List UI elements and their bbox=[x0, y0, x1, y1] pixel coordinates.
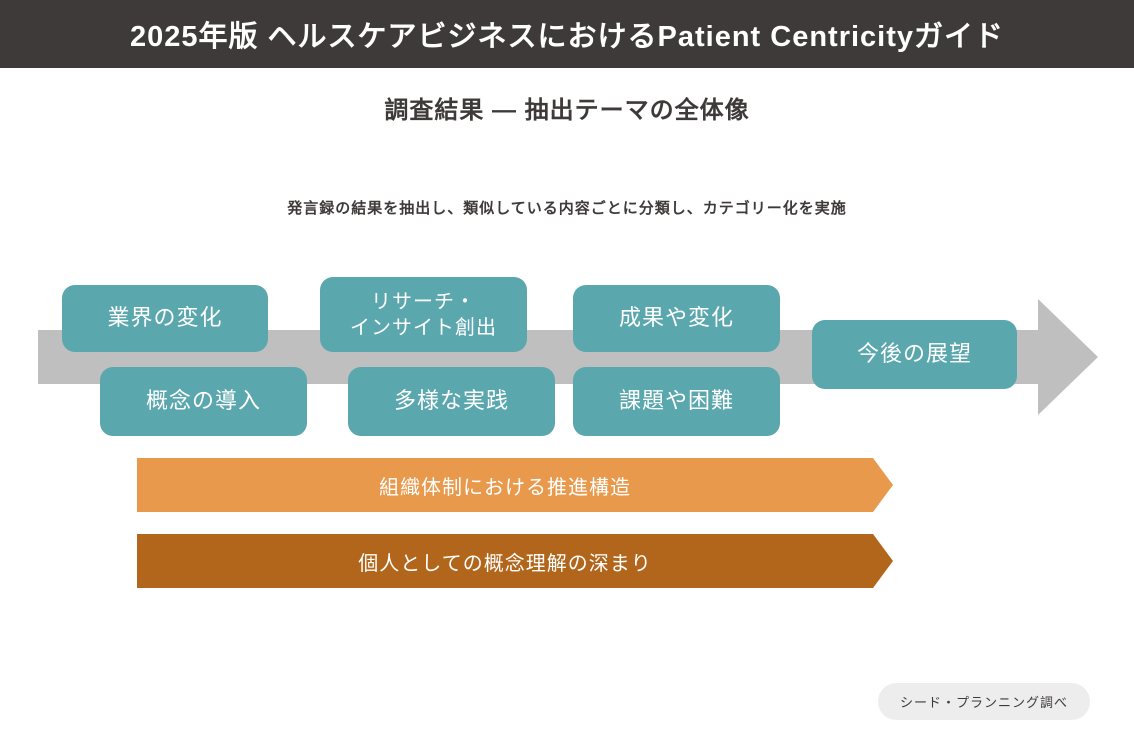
theme-box-research-insight: リサーチ・ インサイト創出 bbox=[320, 277, 527, 352]
theme-box-future-outlook: 今後の展望 bbox=[812, 320, 1017, 389]
theme-box-label: 今後の展望 bbox=[856, 341, 972, 367]
page-title: 2025年版 ヘルスケアビジネスにおけるPatient Centricityガイ… bbox=[129, 21, 1005, 53]
theme-box-diverse-practice: 多様な実践 bbox=[348, 367, 555, 436]
theme-box-challenges: 課題や困難 bbox=[573, 367, 780, 436]
theme-box-label: 成果や変化 bbox=[618, 305, 734, 331]
source-badge-label: シード・プランニング調べ bbox=[899, 695, 1068, 710]
slide-subtitle: 調査結果 — 抽出テーマの全体像 bbox=[384, 97, 750, 124]
banner-label: 個人としての概念理解の深まり bbox=[358, 552, 652, 575]
theme-box-industry-change: 業界の変化 bbox=[62, 285, 268, 352]
timeline-arrowhead-icon bbox=[1038, 299, 1098, 415]
description-text: 発言録の結果を抽出し、類似している内容ごとに分類し、カテゴリー化を実施 bbox=[287, 200, 847, 217]
theme-box-label: 業界の変化 bbox=[107, 305, 223, 331]
theme-box-concept-intro: 概念の導入 bbox=[100, 367, 307, 436]
banner-personal-concept: 個人としての概念理解の深まり bbox=[137, 534, 893, 588]
theme-box-label: リサーチ・ インサイト創出 bbox=[350, 290, 497, 339]
theme-box-label: 課題や困難 bbox=[618, 388, 734, 414]
theme-box-outcome-change: 成果や変化 bbox=[573, 285, 780, 352]
theme-box-label: 概念の導入 bbox=[145, 388, 261, 414]
header-bar: 2025年版 ヘルスケアビジネスにおけるPatient Centricityガイ… bbox=[0, 0, 1134, 68]
source-badge: シード・プランニング調べ bbox=[878, 683, 1090, 720]
banner-org-structure: 組織体制における推進構造 bbox=[137, 458, 893, 512]
theme-box-label: 多様な実践 bbox=[393, 388, 509, 414]
banner-label: 組織体制における推進構造 bbox=[379, 476, 631, 499]
